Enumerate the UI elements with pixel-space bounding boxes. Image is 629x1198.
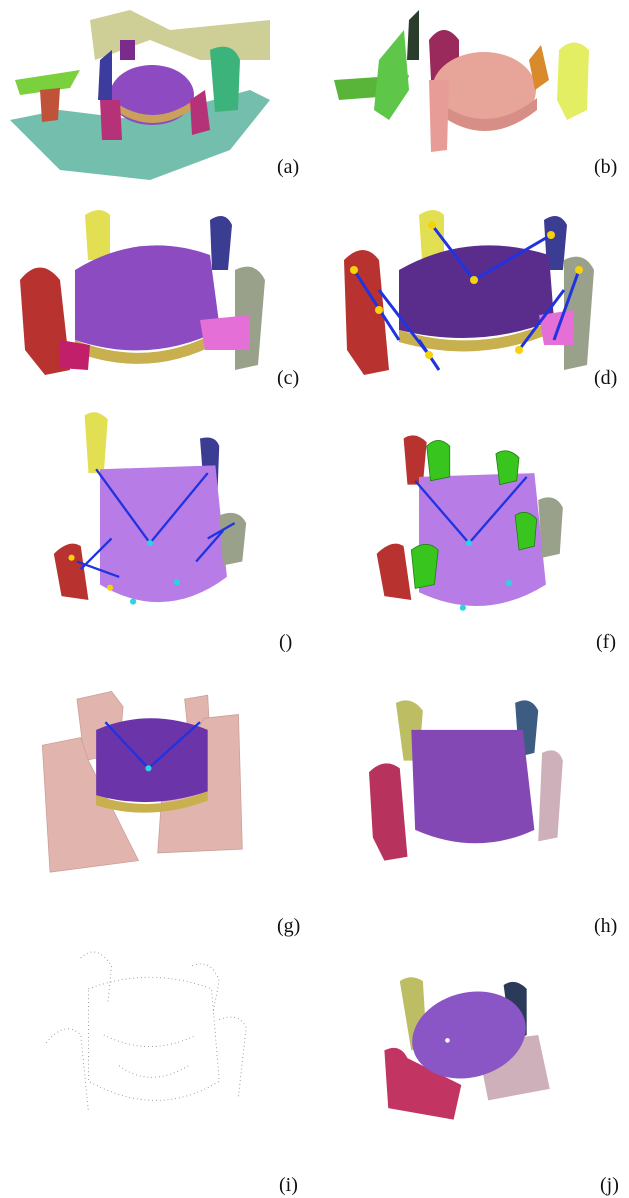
panel-a-label: (a) bbox=[277, 157, 299, 177]
panel-j-label: (j) bbox=[600, 1175, 619, 1195]
panel-a: (a) bbox=[0, 0, 300, 200]
panel-h: (h) bbox=[319, 676, 619, 876]
panel-f-label: (f) bbox=[596, 632, 616, 652]
panel-e-render bbox=[0, 400, 300, 600]
panel-d-render bbox=[319, 200, 619, 400]
panel-c-label: (c) bbox=[277, 368, 299, 388]
panel-g-render bbox=[0, 676, 300, 876]
panel-i-label: (i) bbox=[279, 1175, 298, 1195]
panel-d: (d) bbox=[319, 200, 619, 400]
panel-e-label: () bbox=[279, 632, 292, 652]
panel-a-render bbox=[0, 0, 300, 200]
panel-b: (b) bbox=[319, 0, 619, 200]
panel-g-label: (g) bbox=[277, 916, 300, 936]
panel-f-render bbox=[319, 400, 619, 600]
panel-b-render bbox=[319, 0, 619, 200]
panel-f: (f) bbox=[319, 400, 619, 600]
panel-i: (i) bbox=[0, 935, 300, 1135]
panel-h-label: (h) bbox=[594, 916, 617, 936]
panel-i-render bbox=[0, 935, 300, 1135]
panel-b-label: (b) bbox=[594, 157, 617, 177]
panel-j: (j) bbox=[319, 935, 619, 1135]
panel-h-render bbox=[319, 676, 619, 876]
panel-g: (g) bbox=[0, 676, 300, 876]
panel-d-label: (d) bbox=[594, 368, 617, 388]
panel-e: () bbox=[0, 400, 300, 600]
panel-c-render bbox=[0, 200, 300, 400]
panel-j-render bbox=[319, 935, 619, 1135]
panel-c: (c) bbox=[0, 200, 300, 400]
